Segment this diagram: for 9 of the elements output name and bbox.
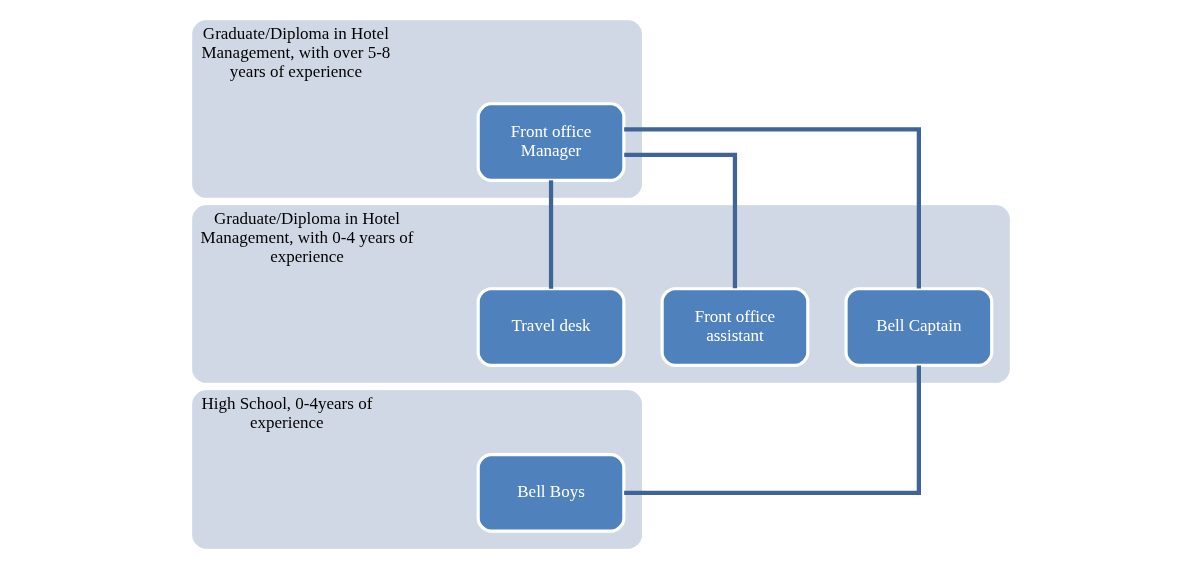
node-box: Travel desk (476, 287, 626, 367)
node-box: Bell Captain (844, 287, 994, 367)
connector (548, 180, 554, 289)
node-box: Front office Manager (476, 102, 626, 182)
connector (624, 127, 921, 289)
connector (624, 152, 738, 289)
connector (624, 365, 921, 495)
node-box: Front office assistant (660, 287, 810, 367)
node-box: Bell Boys (476, 453, 626, 533)
